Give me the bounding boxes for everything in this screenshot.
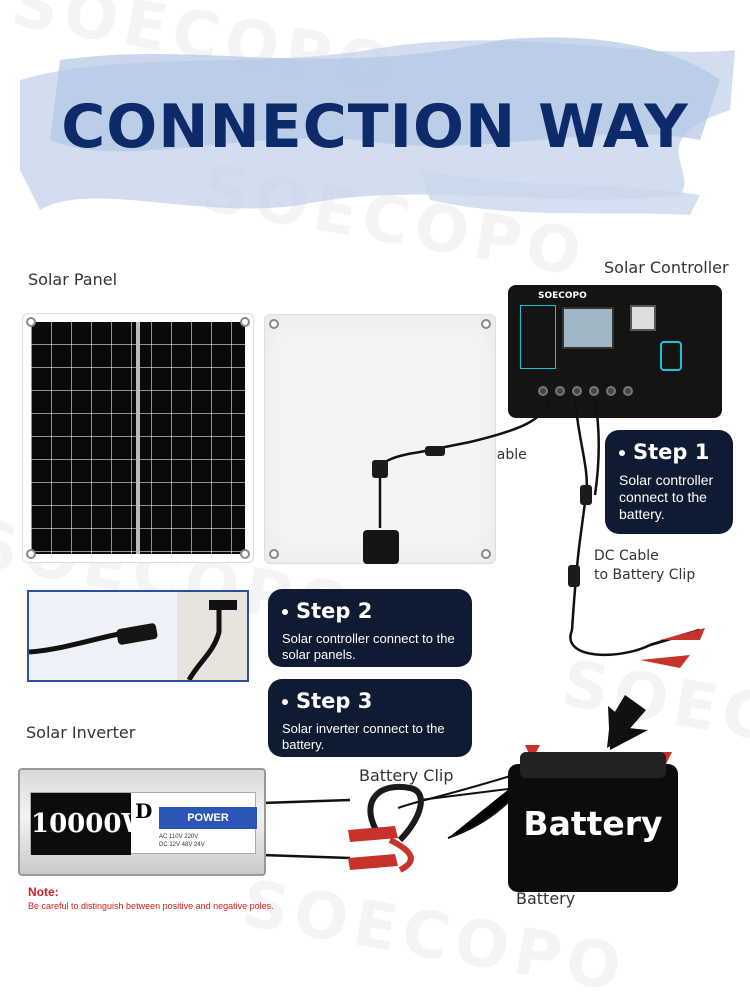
inverter-spec: AC 110V 220V DC 12V 48V 24V <box>159 834 205 848</box>
mount-hole-icon <box>481 319 491 329</box>
step-2-text: Solar controller connect to the solar pa… <box>282 631 455 662</box>
solar-controller-device: SOECOPO <box>508 285 722 418</box>
step-card-1: Step 1 Solar controller connect to the b… <box>605 430 733 534</box>
brush-stroke-background <box>20 37 735 215</box>
battery-device: Battery <box>508 752 678 892</box>
mount-hole-icon <box>269 319 279 329</box>
step-card-2: Step 2 Solar controller connect to the s… <box>268 589 472 667</box>
inverter-power-label: 10000W <box>31 793 151 855</box>
terminal-block <box>538 383 658 399</box>
mount-hole-icon <box>481 549 491 559</box>
battery-device-label: Battery <box>523 804 663 843</box>
mount-hole-icon <box>26 549 36 559</box>
controller-brand: SOECOPO <box>538 291 587 301</box>
usb-port-icon <box>630 305 656 331</box>
step-1-title: Step 1 <box>619 440 719 464</box>
inverter-name-label: POWER INVERTER <box>159 807 257 846</box>
note-text: Be careful to distinguish between positi… <box>28 901 274 911</box>
mount-hole-icon <box>240 549 250 559</box>
label-dc-cable-battery-clip-2: to Battery Clip <box>594 567 696 583</box>
junction-box-icon <box>363 530 399 564</box>
mount-hole-icon <box>26 317 36 327</box>
label-solar-controller: Solar Controller <box>604 258 729 277</box>
note-title: Note: <box>28 885 59 899</box>
solar-panel-front <box>22 313 254 563</box>
step-2-title: Step 2 <box>282 599 458 623</box>
battery-level-icon <box>660 341 682 371</box>
step-3-title: Step 3 <box>282 689 458 713</box>
indicator-leds-icon <box>520 305 556 369</box>
step-3-text: Solar inverter connect to the battery. <box>282 721 445 752</box>
page-title: CONNECTION WAY <box>61 92 689 162</box>
label-solar-panel: Solar Panel <box>28 270 118 289</box>
inverter-series-label: D <box>135 799 153 823</box>
mount-hole-icon <box>240 317 250 327</box>
label-battery-clip: Battery Clip <box>359 766 454 785</box>
label-solar-inverter: Solar Inverter <box>26 723 136 742</box>
power-inverter-device: 10000W D POWER INVERTER AC 110V 220V DC … <box>18 768 266 876</box>
solar-cells <box>31 322 245 554</box>
mount-hole-icon <box>269 549 279 559</box>
dc-cable-photo <box>27 590 249 682</box>
label-battery: Battery <box>516 889 576 908</box>
label-dc-cable-battery-clip-1: DC Cable <box>594 548 659 564</box>
lcd-screen <box>562 307 614 349</box>
step-1-text: Solar controller connect to the battery. <box>619 472 714 522</box>
step-card-3: Step 3 Solar inverter connect to the bat… <box>268 679 472 757</box>
